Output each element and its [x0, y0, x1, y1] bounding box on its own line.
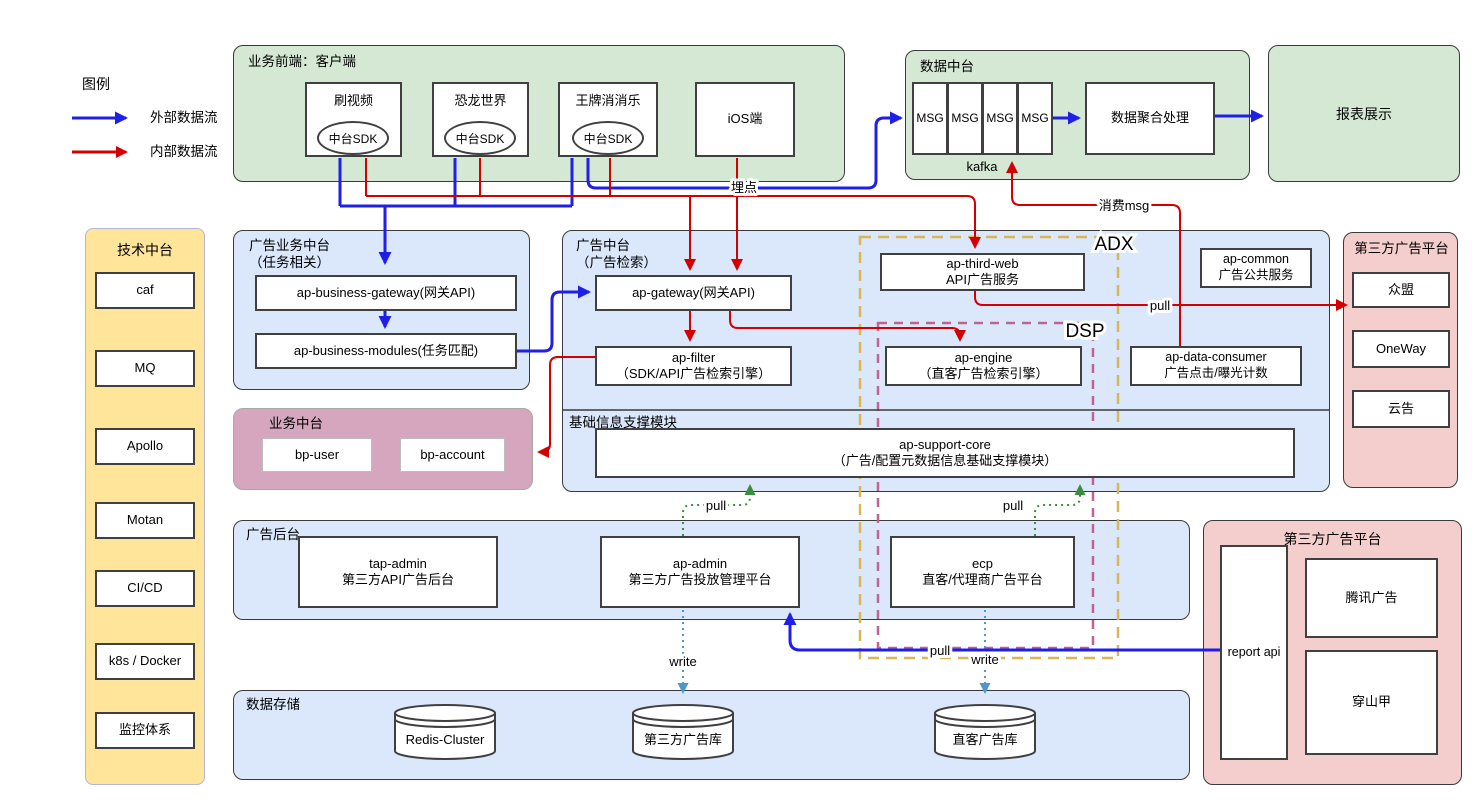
sdk-label: 中台SDK — [455, 131, 505, 146]
msg-label: MSG — [951, 111, 979, 125]
tech-item: k8s / Docker — [95, 643, 195, 680]
data-agg-label: 数据聚合处理 — [1110, 110, 1189, 126]
oneway-node: OneWay — [1352, 330, 1450, 368]
ecp-label: ecp 直客/代理商广告平台 — [922, 555, 1043, 587]
ap-gateway-node: ap-gateway(网关API) — [595, 275, 792, 311]
tencent-ads-node: 腾讯广告 — [1305, 558, 1438, 638]
data-platform-title: 数据中台 — [920, 59, 974, 74]
sdk-oval: 中台SDK — [572, 121, 644, 155]
ios-node: iOS端 — [695, 82, 795, 157]
ap-business-gateway-node: ap-business-gateway(网关API) — [255, 275, 517, 311]
tech-item-label: MQ — [134, 360, 156, 376]
thirdparty-bottom-title: 第三方广告平台 — [1283, 531, 1382, 547]
support-section-title: 基础信息支撑模块 — [569, 415, 677, 430]
ap-common-label: ap-common 广告公共服务 — [1218, 252, 1294, 282]
yungao-label: 云告 — [1387, 400, 1414, 416]
tech-item: caf — [95, 272, 195, 309]
legend-internal-label: 内部数据流 — [150, 144, 218, 159]
tap-admin-label: tap-admin 第三方API广告后台 — [342, 555, 454, 587]
bp-user-node: bp-user — [262, 438, 372, 472]
zhongmeng-label: 众盟 — [1387, 281, 1414, 297]
ap-support-core-node: ap-support-core （广告/配置元数据信息基础支撑模块） — [595, 428, 1295, 478]
msg-cell: MSG — [947, 82, 983, 155]
tech-item-label: caf — [136, 282, 154, 298]
ap-engine-node: ap-engine （直客广告检索引擎） — [885, 346, 1082, 386]
msg-label: MSG — [916, 111, 944, 125]
msg-cell: MSG — [982, 82, 1018, 155]
tech-item: Motan — [95, 502, 195, 539]
ap-common-node: ap-common 广告公共服务 — [1200, 248, 1312, 288]
ap-engine-label: ap-engine （直客广告检索引擎） — [918, 349, 1049, 381]
biz-platform-title: 业务中台 — [269, 416, 323, 431]
msg-label: MSG — [986, 111, 1014, 125]
ap-admin-label: ap-admin 第三方广告投放管理平台 — [628, 555, 772, 587]
frontend-title: 业务前端：客户端 — [248, 54, 356, 69]
data-store-title: 数据存储 — [246, 697, 300, 712]
msg-cell: MSG — [1017, 82, 1053, 155]
sdk-label: 中台SDK — [583, 131, 633, 146]
ad-core-title: 广告中台 （广告检索） — [576, 238, 657, 270]
report-api-label: report api — [1227, 644, 1281, 659]
pangolin-label: 穿山甲 — [1351, 694, 1391, 710]
report-api-node: report api — [1220, 545, 1288, 760]
msg-cell: MSG — [912, 82, 948, 155]
legend-title: 图例 — [82, 76, 110, 92]
tech-item-label: Motan — [126, 512, 164, 528]
app-label: 恐龙世界 — [454, 93, 507, 108]
app-label: 刷视频 — [333, 93, 373, 108]
tencent-ads-label: 腾讯广告 — [1345, 589, 1398, 605]
msg-label: MSG — [1021, 111, 1049, 125]
legend-external-label: 外部数据流 — [150, 110, 218, 125]
ap-data-consumer-label: ap-data-consumer 广告点击/曝光计数 — [1164, 350, 1268, 380]
bp-account-label: bp-account — [420, 446, 485, 462]
sdk-oval: 中台SDK — [444, 121, 516, 155]
ap-third-web-node: ap-third-web API广告服务 — [880, 253, 1085, 291]
ap-third-web-label: ap-third-web API广告服务 — [946, 255, 1019, 287]
tech-item: CI/CD — [95, 570, 195, 607]
sdk-oval: 中台SDK — [317, 121, 389, 155]
bp-user-label: bp-user — [294, 446, 340, 462]
ios-label: iOS端 — [727, 111, 763, 127]
ad-business-title: 广告业务中台 （任务相关） — [249, 238, 330, 270]
tech-item: 监控体系 — [95, 712, 195, 749]
report-display-node: 报表展示 — [1268, 45, 1460, 182]
ap-support-core-label: ap-support-core （广告/配置元数据信息基础支撑模块） — [832, 436, 1058, 468]
pangolin-node: 穿山甲 — [1305, 650, 1438, 755]
tech-item: Apollo — [95, 428, 195, 465]
ad-backend-title: 广告后台 — [246, 527, 300, 542]
ap-admin-node: ap-admin 第三方广告投放管理平台 — [600, 536, 800, 608]
thirdparty-right-title: 第三方广告平台 — [1354, 241, 1449, 256]
app-label: 王牌消消乐 — [575, 93, 641, 108]
tech-platform-title: 技术中台 — [117, 242, 173, 258]
report-display-label: 报表展示 — [1336, 105, 1392, 122]
tap-admin-node: tap-admin 第三方API广告后台 — [298, 536, 498, 608]
tech-item: MQ — [95, 350, 195, 387]
tech-item-label: CI/CD — [127, 580, 163, 596]
ap-gateway-label: ap-gateway(网关API) — [632, 284, 755, 300]
ap-data-consumer-node: ap-data-consumer 广告点击/曝光计数 — [1130, 346, 1302, 386]
data-agg-node: 数据聚合处理 — [1085, 82, 1215, 155]
ap-business-modules-label: ap-business-modules(任务匹配) — [293, 342, 479, 358]
yungao-node: 云告 — [1352, 390, 1450, 428]
sdk-label: 中台SDK — [328, 131, 378, 146]
tech-item-label: 监控体系 — [118, 722, 171, 738]
bp-account-node: bp-account — [400, 438, 505, 472]
oneway-label: OneWay — [1375, 340, 1427, 356]
tech-item-label: k8s / Docker — [108, 653, 182, 669]
ap-business-gateway-label: ap-business-gateway(网关API) — [296, 284, 476, 300]
zhongmeng-node: 众盟 — [1352, 272, 1450, 308]
ap-business-modules-node: ap-business-modules(任务匹配) — [255, 333, 517, 369]
ap-filter-label: ap-filter （SDK/API广告检索引擎） — [615, 349, 772, 381]
tech-item-label: Apollo — [126, 438, 164, 454]
ecp-node: ecp 直客/代理商广告平台 — [890, 536, 1075, 608]
ap-filter-node: ap-filter （SDK/API广告检索引擎） — [595, 346, 792, 386]
